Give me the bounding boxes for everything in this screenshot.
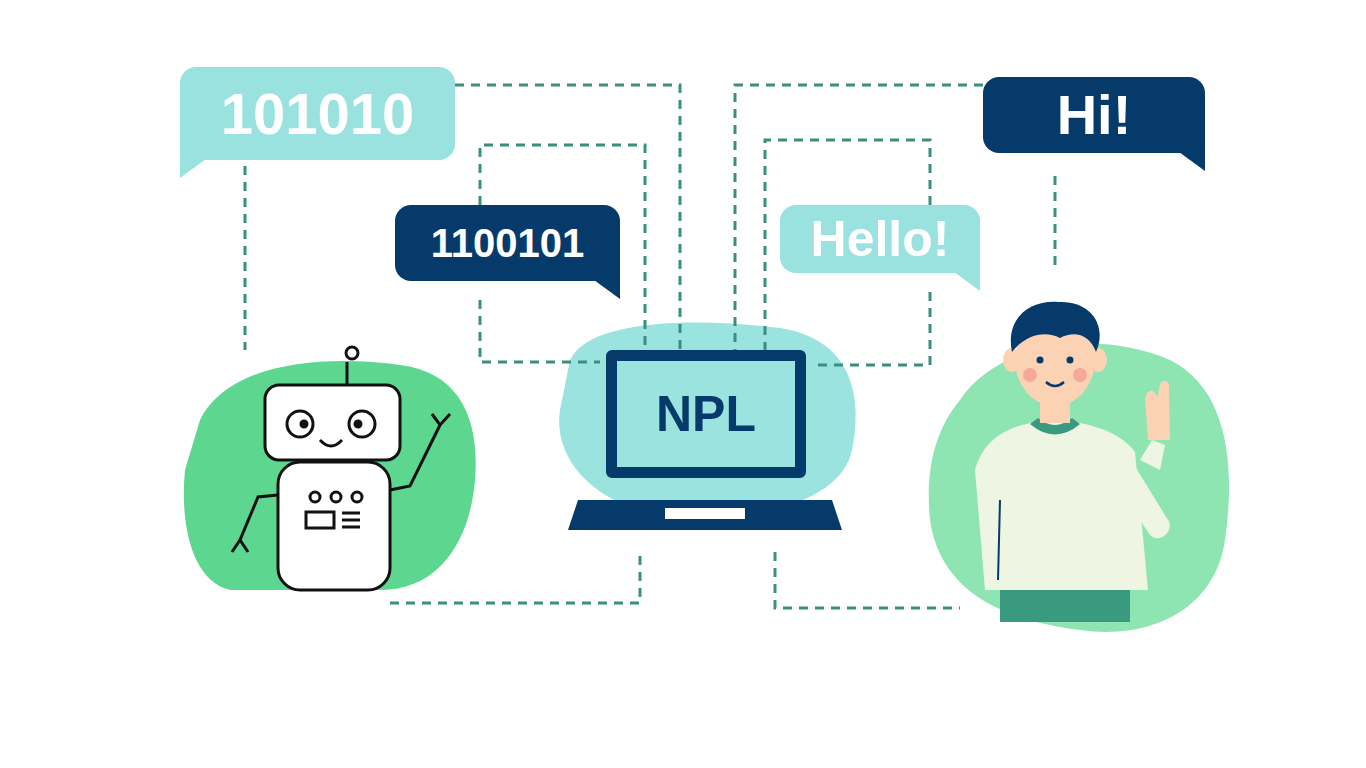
bubble-text: 1100101 [431,221,585,265]
dashed-lead [775,552,960,608]
bubble-tail [954,273,980,291]
dashed-connector [735,85,983,350]
bubble-tail-shape [594,281,620,299]
laptop-blob [559,323,855,518]
robot [232,347,450,590]
bubble-tail-shape [954,273,980,291]
bubble-tail [180,160,206,178]
robot-blob [184,361,476,590]
laptop-screen: NPL [606,350,806,478]
person [975,302,1170,622]
dashed-lead [1054,176,1057,272]
bubble-text: Hi! [1057,84,1132,146]
screen-label: NPL [656,387,756,442]
speech-bubble: 101010 [180,67,455,160]
dashed-lead [480,300,600,362]
bubble-tail-shape [1179,153,1205,171]
laptop-base [568,500,842,530]
bubble-tail [594,281,620,299]
speech-bubble: Hi! [983,77,1205,153]
bubble-tail [1179,153,1205,171]
dashed-leads [245,166,1055,608]
dashed-lead [390,552,640,603]
dashed-lead [244,166,247,350]
bubble-text: 101010 [221,82,415,146]
bubble-tail-shape [180,160,206,178]
laptop-notch [665,508,745,519]
speech-bubble: Hello! [780,205,980,273]
bubble-text: Hello! [811,212,950,267]
dashed-lead [812,292,930,365]
speech-bubble: 1100101 [395,205,620,281]
